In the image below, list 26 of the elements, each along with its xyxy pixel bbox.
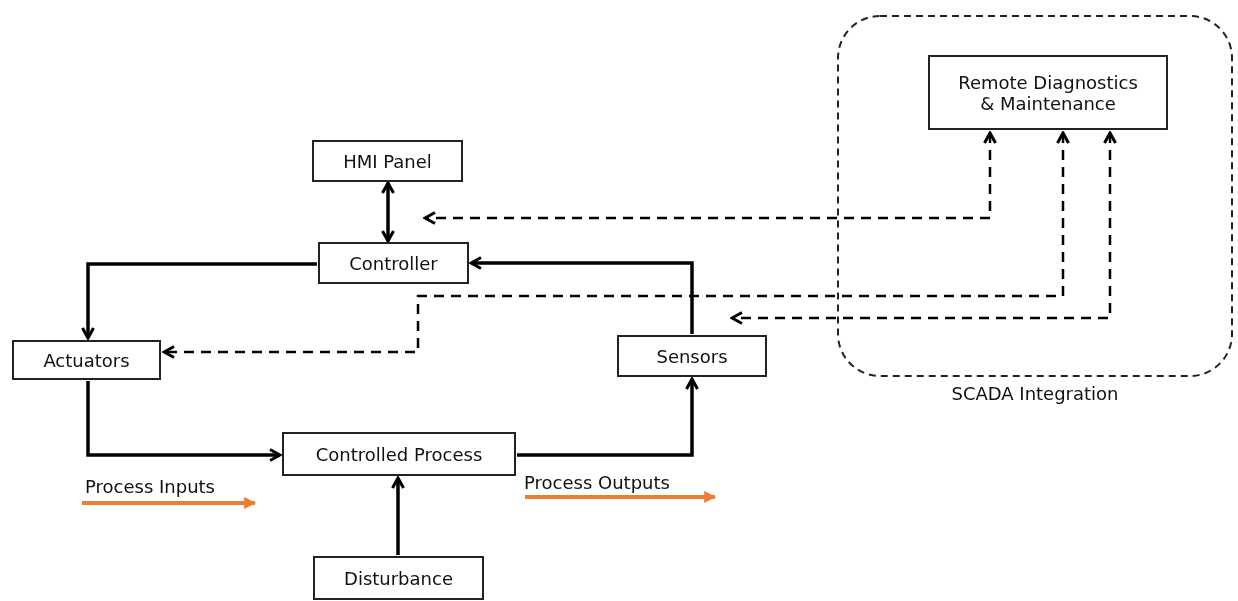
- process-box: [928, 55, 1168, 130]
- box-label: Controller: [348, 252, 439, 274]
- process-box: [318, 242, 469, 284]
- process-box: [617, 335, 767, 377]
- arrow: [86, 381, 282, 462]
- process-box: [312, 140, 463, 182]
- flow-label: Process Outputs: [524, 472, 670, 493]
- dashed-arrow: [162, 131, 1070, 359]
- arrow: [517, 377, 699, 457]
- box-label: Actuators: [42, 349, 131, 371]
- process-box: [12, 340, 161, 380]
- box-label: Controlled Process: [314, 443, 484, 465]
- group-title: SCADA Integration: [950, 383, 1120, 404]
- box-label: HMI Panel: [342, 150, 433, 172]
- arrow: [469, 256, 694, 334]
- box-label: Sensors: [655, 345, 729, 367]
- flow-label: Process Inputs: [85, 476, 215, 497]
- box-label: Remote Diagnostics & Maintenance: [957, 71, 1139, 114]
- process-box: [313, 556, 484, 600]
- arrow: [381, 181, 395, 243]
- process-box: [282, 432, 516, 476]
- arrow: [81, 262, 317, 340]
- dashed-arrow: [730, 131, 1117, 325]
- dashed-arrow: [423, 131, 997, 225]
- box-label: Disturbance: [343, 567, 454, 589]
- arrow: [391, 476, 405, 555]
